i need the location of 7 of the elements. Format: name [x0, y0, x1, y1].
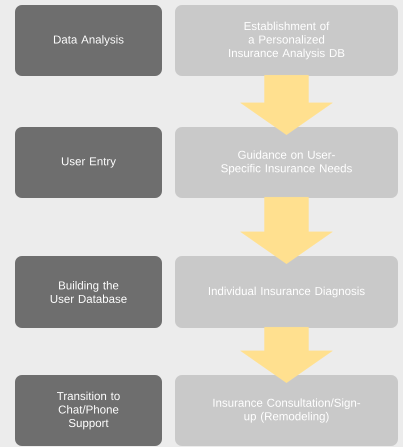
step-box: Data Analysis [15, 5, 162, 76]
block-arrow [240, 75, 333, 135]
step-box: User Entry [15, 127, 162, 198]
step-box: Transition to Chat/Phone Support [15, 375, 162, 446]
step-box: Building the User Database [15, 256, 162, 328]
block-arrow [240, 327, 333, 383]
block-arrow [240, 197, 333, 264]
